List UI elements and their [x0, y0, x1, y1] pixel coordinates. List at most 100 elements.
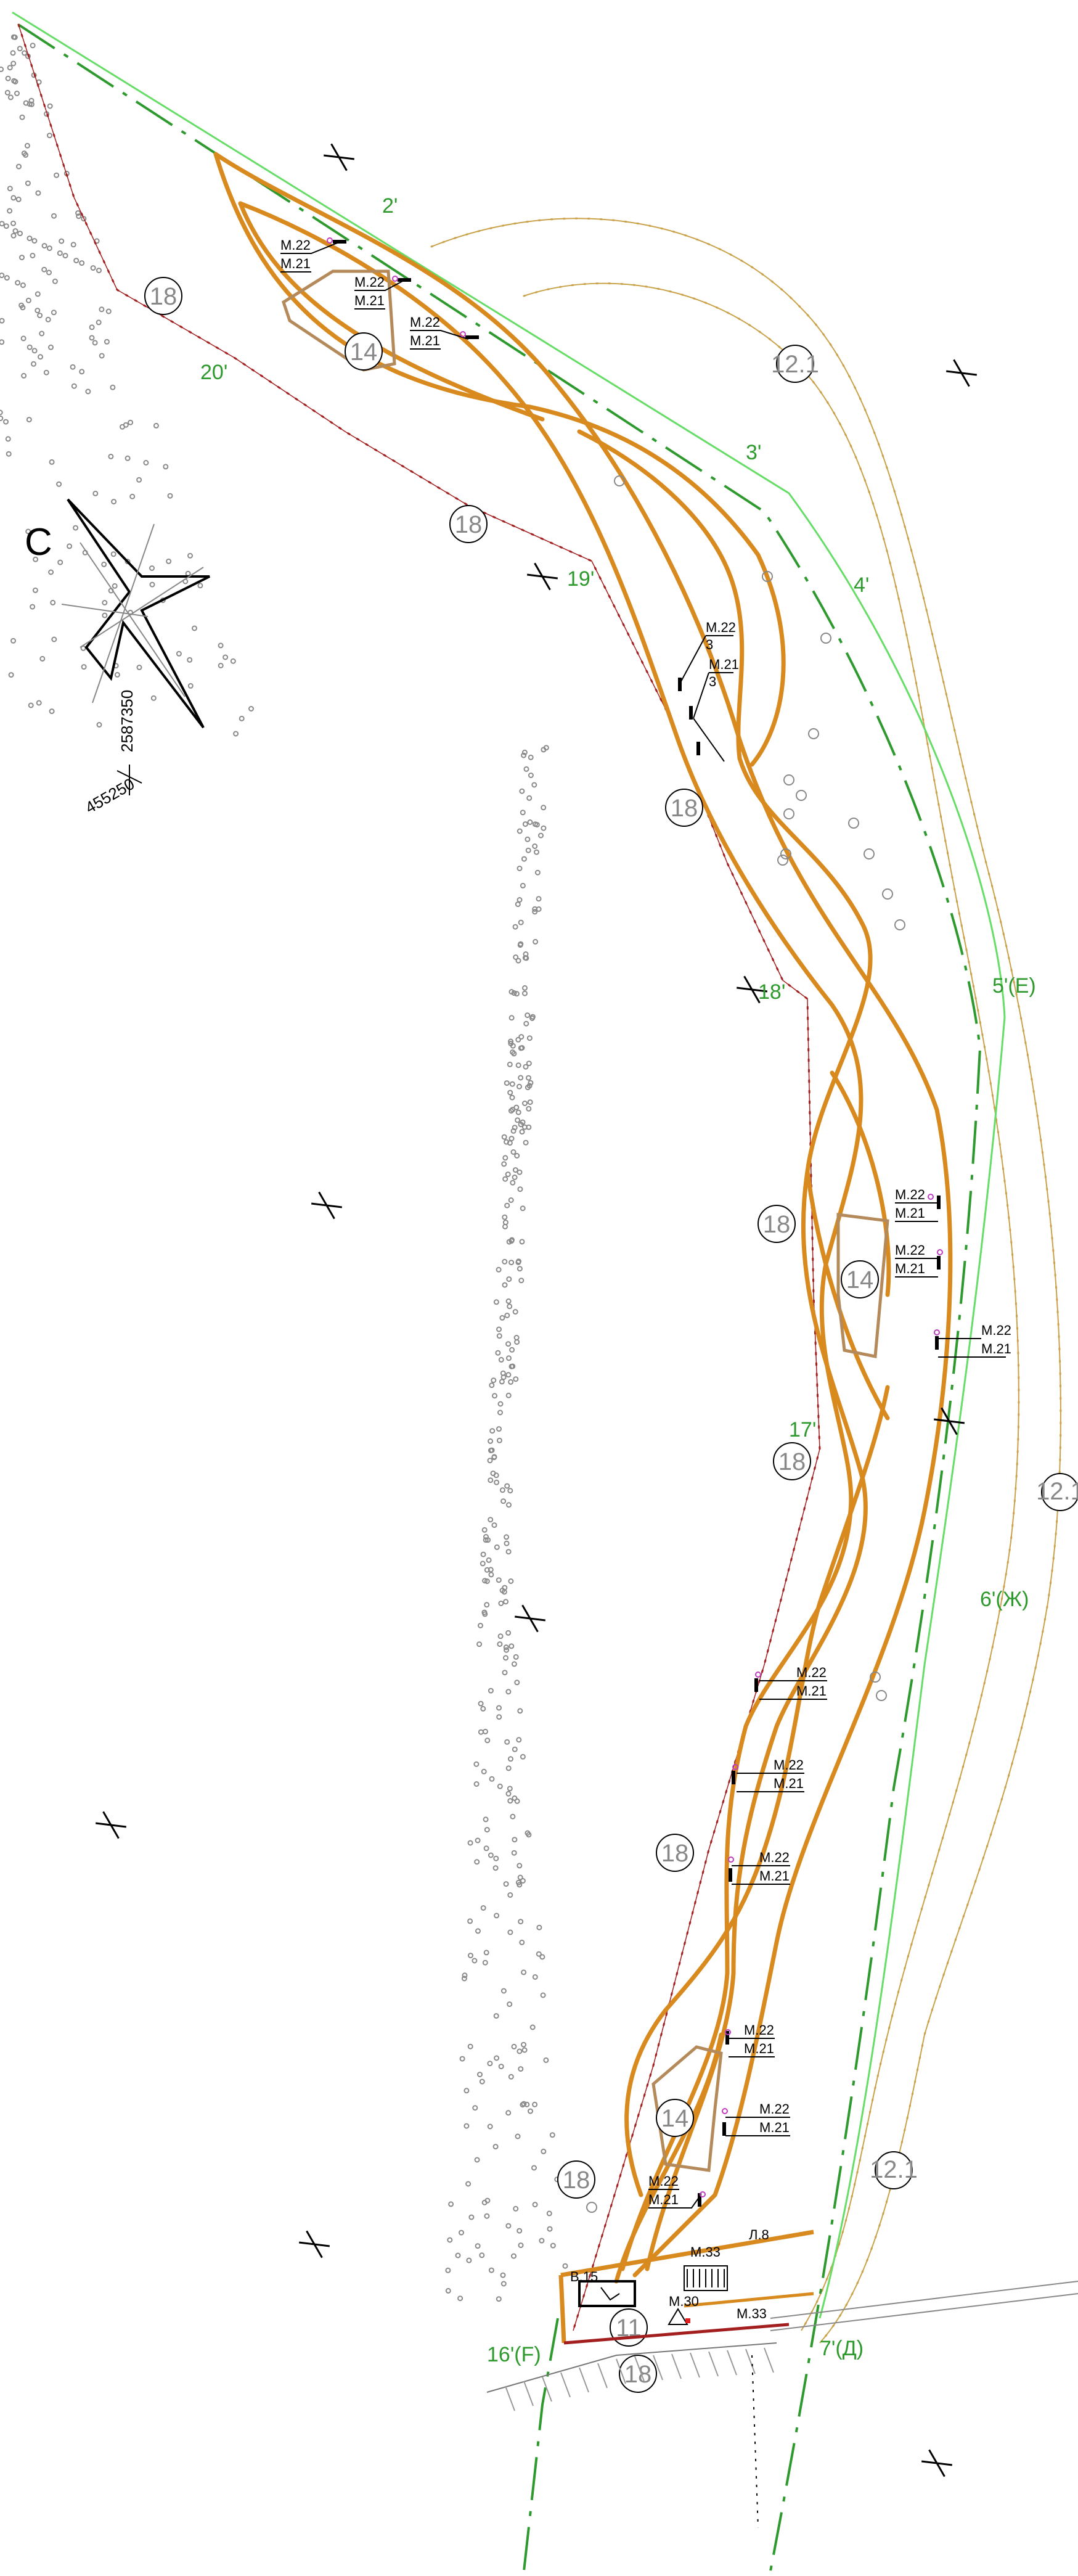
survey-dot: [27, 344, 33, 350]
survey-dot: [71, 383, 77, 389]
survey-dot: [519, 788, 525, 794]
survey-dot: [19, 255, 25, 261]
survey-dot: [515, 1117, 521, 1123]
survey-dot: [508, 1238, 515, 1244]
survey-dot: [488, 1572, 494, 1578]
survey-dot: [461, 1975, 467, 1982]
survey-dot: [467, 2043, 473, 2049]
survey-dot: [483, 1816, 489, 1823]
survey-dot: [476, 1641, 483, 1647]
survey-dot: [533, 938, 539, 945]
planting-bed-3: [651, 2045, 723, 2172]
survey-dot: [498, 2064, 504, 2070]
svg-text:M.21: M.21: [709, 657, 739, 672]
svg-text:M.22: M.22: [796, 1665, 827, 1680]
survey-dot: [67, 543, 73, 549]
survey-dot: [517, 1266, 523, 1272]
survey-dot: [505, 1298, 512, 1304]
survey-dot: [39, 655, 46, 662]
survey-dot: [185, 570, 191, 576]
zone-label: 12.1: [870, 2156, 918, 2183]
survey-dot: [524, 2101, 530, 2107]
survey-dot: [505, 1392, 512, 1398]
survey-dot: [519, 1939, 525, 1945]
survey-dot: [187, 683, 194, 689]
survey-dot: [25, 180, 31, 186]
survey-dot: [507, 1488, 513, 1494]
survey-dot: [445, 2287, 451, 2294]
survey-dot: [531, 2165, 537, 2171]
survey-dot: [532, 2202, 538, 2208]
survey-dot: [19, 114, 25, 120]
survey-dot: [527, 819, 533, 825]
survey-dot: [509, 1094, 515, 1101]
survey-dot: [482, 1959, 488, 1966]
survey-dot: [5, 436, 11, 442]
survey-dot: [513, 2205, 519, 2212]
survey-dot: [507, 1061, 513, 1067]
svg-text:M.22: M.22: [410, 314, 440, 330]
survey-dot: [536, 896, 542, 902]
survey-dot: [511, 1850, 517, 1856]
survey-dot: [500, 2281, 507, 2287]
boundary-point-4: 4': [854, 573, 869, 597]
survey-dot: [521, 752, 527, 758]
survey-dot: [516, 1258, 521, 1265]
survey-dot: [502, 1214, 508, 1220]
survey-dot: [92, 490, 99, 496]
survey-dot: [506, 1355, 512, 1361]
survey-dot: [518, 1075, 524, 1081]
survey-dot: [501, 1161, 507, 1167]
svg-text:M.22: M.22: [759, 1850, 790, 1865]
survey-dot: [478, 1729, 484, 1735]
survey-dot: [517, 1708, 523, 1714]
survey-dot: [481, 1527, 488, 1533]
survey-dot: [488, 2267, 494, 2273]
survey-dot: [549, 2132, 555, 2138]
boundary-point-7: 7'(Д): [820, 2337, 864, 2360]
contour-line-solid: [431, 218, 1061, 2344]
survey-dot: [506, 1276, 512, 1282]
survey-dot: [494, 1479, 500, 1485]
fixture-marker: M.22 M.21: [895, 1187, 941, 1222]
survey-dot: [472, 2105, 478, 2111]
survey-dot: [483, 1950, 489, 1956]
survey-dot: [484, 1827, 490, 1833]
boundary-point-5: 5'(Е): [992, 974, 1036, 998]
survey-dot: [543, 745, 549, 751]
survey-dot: [487, 1458, 493, 1464]
label-m33-upper: М.33: [690, 2244, 721, 2260]
survey-dot: [46, 245, 52, 252]
survey-dot: [505, 1765, 512, 1771]
survey-dot: [532, 2101, 538, 2107]
survey-dot: [508, 1136, 515, 1142]
survey-dot: [536, 1924, 542, 1930]
survey-dot: [527, 1099, 533, 1105]
survey-dot: [486, 1557, 492, 1563]
survey-dot: [532, 909, 538, 915]
survey-dot: [7, 94, 14, 100]
survey-dot: [89, 335, 95, 341]
fence-line-base: [18, 24, 820, 2331]
survey-dot: [502, 1223, 508, 1229]
survey-dot: [36, 700, 42, 706]
survey-dot: [513, 1654, 519, 1660]
survey-dot: [523, 1139, 529, 1146]
survey-dot: [528, 754, 534, 760]
survey-dot: [488, 1688, 494, 1694]
survey-dot: [59, 238, 65, 244]
survey-dot: [523, 955, 529, 961]
fixture-marker: M.22 3: [678, 620, 736, 691]
survey-dot: [496, 1333, 502, 1339]
survey-dot: [519, 1129, 525, 1135]
survey-dot: [96, 722, 102, 728]
survey-dot: [487, 2061, 493, 2067]
survey-dot: [496, 1266, 502, 1273]
survey-dot: [248, 706, 254, 712]
survey-dot: [518, 1278, 525, 1284]
survey-dot: [499, 1379, 505, 1385]
survey-dot: [73, 525, 79, 531]
survey-dot: [502, 1282, 508, 1288]
survey-dot: [105, 308, 112, 314]
survey-dot: [498, 1356, 504, 1363]
